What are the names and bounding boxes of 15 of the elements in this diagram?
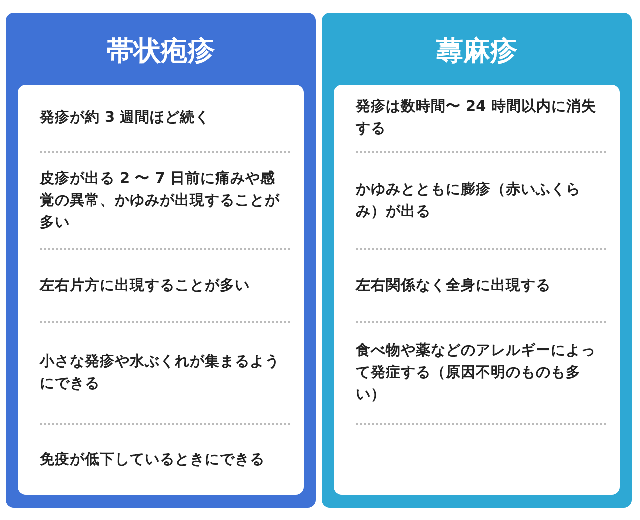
list-item-text: 発疹は数時間〜 24 時間以内に消失する (356, 98, 598, 139)
list-item-text: かゆみとともに膨疹（赤いふくらみ）が出る (356, 180, 582, 222)
column-panel (322, 13, 632, 508)
list-item-text: 皮疹が出る 2 〜 7 日前に痛みや感覚の異常、かゆみが出現することが多い (40, 170, 281, 232)
list-item-text: 食べ物や薬などのアレルギーによって発症する（原因不明のものも多い） (356, 342, 597, 405)
column-heading: 帯状疱疹 (106, 35, 216, 69)
column-heading: 蕁麻疹 (436, 35, 518, 69)
list-card (334, 85, 620, 495)
list-item-text: 免疫が低下しているときにできる (40, 450, 265, 470)
column-panel (6, 13, 316, 508)
list-item-text: 小さな発疹や水ぶくれが集まるようにできる (40, 352, 281, 394)
list-card (18, 85, 304, 495)
list-item-text: 左右片方に出現することが多い (40, 276, 250, 296)
list-item-text: 発疹が約 3 週間ほど続く (40, 108, 210, 128)
list-item-text: 左右関係なく全身に出現する (356, 276, 551, 296)
